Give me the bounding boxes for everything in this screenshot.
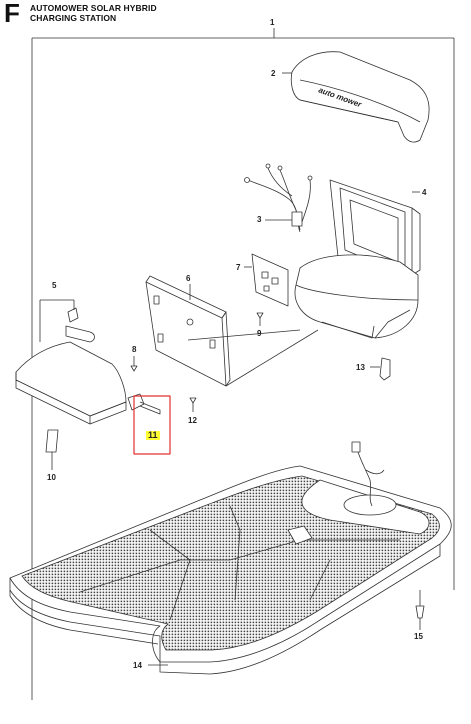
screw-part-8 xyxy=(130,356,138,372)
callout-8: 8 xyxy=(132,345,137,354)
callout-10: 10 xyxy=(47,473,56,482)
callout-5: 5 xyxy=(52,281,57,290)
screw-part-9 xyxy=(256,312,264,326)
callout-4: 4 xyxy=(422,188,427,197)
section-letter: F xyxy=(4,0,20,28)
callout-2: 2 xyxy=(271,69,276,78)
cable-harness-part-3 xyxy=(244,163,313,233)
title-line-2: CHARGING STATION xyxy=(30,13,117,23)
clip-part-10 xyxy=(45,429,59,470)
callout-13: 13 xyxy=(356,363,365,372)
cover-part-2 xyxy=(282,51,430,143)
diagram-title: AUTOMOWER SOLAR HYBRID CHARGING STATION xyxy=(30,3,157,23)
highlight-box-11 xyxy=(133,395,171,455)
screw-part-12 xyxy=(189,397,197,412)
mounting-plate-part-6 xyxy=(145,275,319,387)
connector-part-13 xyxy=(370,357,391,381)
callout-1: 1 xyxy=(270,18,275,27)
callout-6: 6 xyxy=(186,274,191,283)
station-base xyxy=(294,254,419,339)
callout-11-highlighted: 11 xyxy=(146,430,160,440)
callout-3: 3 xyxy=(257,215,262,224)
pin-part-11 xyxy=(127,393,171,455)
callout-15: 15 xyxy=(414,632,423,641)
callout-12: 12 xyxy=(188,416,197,425)
bracket-part-5 xyxy=(15,299,127,425)
callout-9: 9 xyxy=(257,329,262,338)
title-line-1: AUTOMOWER SOLAR HYBRID xyxy=(30,3,157,13)
callout-7: 7 xyxy=(236,263,241,272)
plate-cable xyxy=(351,441,385,507)
callout-14: 14 xyxy=(133,661,142,670)
peg-part-15 xyxy=(415,590,425,630)
base-plate-part-14 xyxy=(9,465,452,675)
circuit-board-part-7 xyxy=(244,253,289,307)
